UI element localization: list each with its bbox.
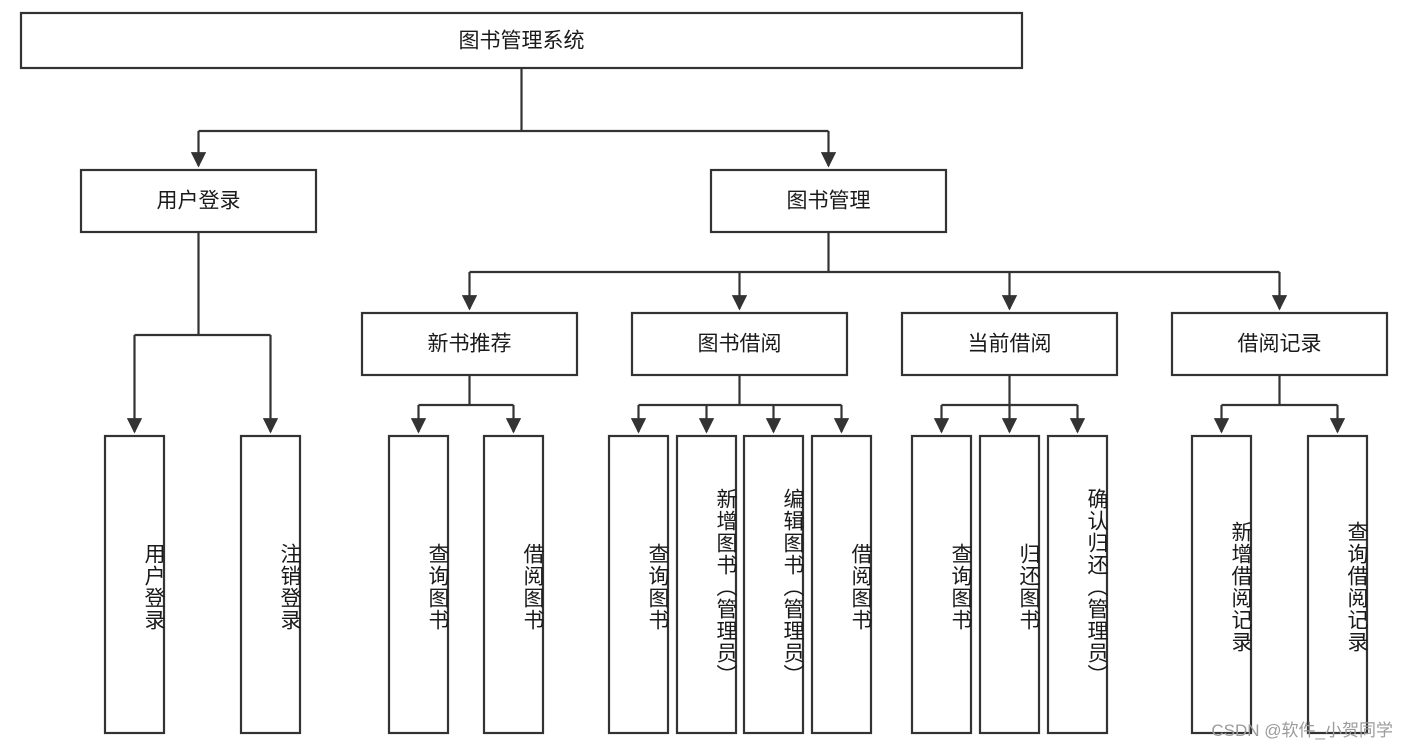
node-book-borrow-label: 图书借阅 bbox=[698, 333, 782, 356]
node-book-manage[interactable] bbox=[709, 168, 948, 234]
leaf-user-login-0[interactable] bbox=[103, 434, 166, 735]
leaf-book-borrow-2[interactable] bbox=[742, 434, 805, 735]
node-book-manage-label: 图书管理 bbox=[787, 190, 871, 213]
node-book-borrow[interactable] bbox=[630, 311, 849, 377]
leaf-user-login-1[interactable] bbox=[239, 434, 302, 735]
node-new-book-recommend[interactable] bbox=[360, 311, 579, 377]
leaf-book-borrow-3[interactable] bbox=[810, 434, 873, 735]
node-borrow-record[interactable] bbox=[1170, 311, 1389, 377]
node-root[interactable] bbox=[19, 11, 1024, 70]
node-new-book-recommend-label: 新书推荐 bbox=[428, 333, 512, 356]
leaf-borrow-record-0[interactable] bbox=[1190, 434, 1253, 735]
leaf-current-borrow-2[interactable] bbox=[1046, 434, 1109, 735]
node-user-login-label: 用户登录 bbox=[157, 190, 241, 213]
node-root-label: 图书管理系统 bbox=[459, 30, 585, 53]
leaf-borrow-record-1[interactable] bbox=[1306, 434, 1369, 735]
csdn-watermark: CSDN @软件_小贺同学 bbox=[1211, 721, 1393, 740]
leaf-book-borrow-1[interactable] bbox=[675, 434, 738, 735]
leaf-new-book-1[interactable] bbox=[482, 434, 545, 735]
node-borrow-record-label: 借阅记录 bbox=[1238, 333, 1322, 356]
node-current-borrow-label: 当前借阅 bbox=[968, 333, 1052, 356]
node-user-login[interactable] bbox=[79, 168, 318, 234]
leaf-current-borrow-1[interactable] bbox=[978, 434, 1041, 735]
leaf-book-borrow-0[interactable] bbox=[607, 434, 670, 735]
node-current-borrow[interactable] bbox=[900, 311, 1119, 377]
leaf-new-book-0[interactable] bbox=[387, 434, 450, 735]
leaf-current-borrow-0[interactable] bbox=[910, 434, 973, 735]
